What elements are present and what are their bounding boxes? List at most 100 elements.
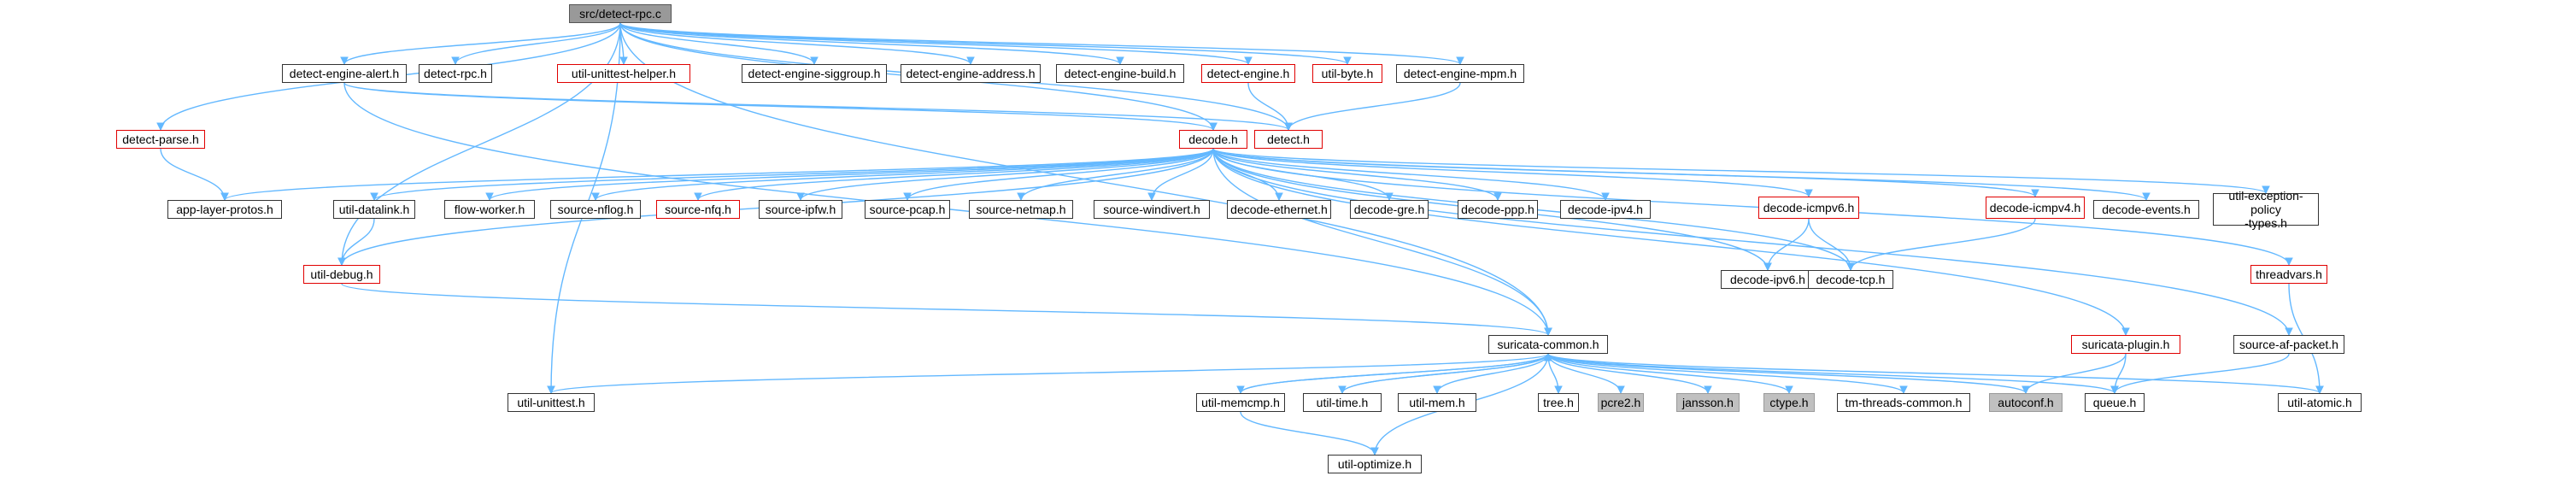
- edge-scommon-autoconf: [1547, 353, 2027, 394]
- node-uatomic[interactable]: util-atomic.h: [2278, 393, 2362, 412]
- node-spcap[interactable]: source-pcap.h: [865, 200, 950, 219]
- edge-root-dempm: [619, 22, 1461, 65]
- node-dtcp[interactable]: decode-tcp.h: [1808, 270, 1893, 289]
- arrowhead-root-desg: [810, 56, 819, 66]
- node-udl[interactable]: util-datalink.h: [333, 200, 415, 219]
- edge-root-ubyte: [619, 22, 1348, 65]
- node-debuild[interactable]: detect-engine-build.h: [1056, 64, 1184, 83]
- node-snflog[interactable]: source-nflog.h: [550, 200, 641, 219]
- arrowhead-umemcmp-uopt: [1370, 447, 1379, 456]
- edge-decode-snetmap: [1020, 148, 1214, 201]
- edge-decode-fw: [489, 148, 1214, 201]
- node-uunit[interactable]: util-unittest.h: [508, 393, 595, 412]
- node-desg[interactable]: detect-engine-siggroup.h: [742, 64, 887, 83]
- node-queue[interactable]: queue.h: [2085, 393, 2145, 412]
- edge-decode-splugin: [1212, 148, 2127, 336]
- edge-root-de: [619, 22, 1249, 65]
- edge-decode-dicmp6: [1212, 148, 1810, 197]
- arrowhead-root-deaddr: [966, 56, 975, 66]
- edge-dempm-detect: [1288, 82, 1461, 131]
- node-snetmap[interactable]: source-netmap.h: [969, 200, 1073, 219]
- node-deth[interactable]: decode-ethernet.h: [1227, 200, 1331, 219]
- arrowhead-decode-uexc: [2262, 185, 2270, 195]
- node-ubyte[interactable]: util-byte.h: [1312, 64, 1382, 83]
- node-decode[interactable]: decode.h: [1179, 130, 1247, 149]
- node-dipv6[interactable]: decode-ipv6.h: [1721, 270, 1815, 289]
- arrowhead-root-uuth: [619, 56, 628, 66]
- node-dgre[interactable]: decode-gre.h: [1350, 200, 1429, 219]
- node-splugin[interactable]: suricata-plugin.h: [2071, 335, 2180, 354]
- edge-decode-spcap: [907, 148, 1214, 201]
- node-drpc[interactable]: detect-rpc.h: [419, 64, 492, 83]
- node-uexc[interactable]: util-exception-policy -types.h: [2213, 189, 2319, 230]
- node-root[interactable]: src/detect-rpc.c: [569, 4, 672, 23]
- edge-dicmp6-dipv6: [1767, 218, 1810, 271]
- arrowhead-scommon-queue: [2110, 385, 2119, 395]
- node-tmtc[interactable]: tm-threads-common.h: [1837, 393, 1970, 412]
- node-dppp[interactable]: decode-ppp.h: [1458, 200, 1538, 219]
- node-dipv4[interactable]: decode-ipv4.h: [1560, 200, 1651, 219]
- node-uuth[interactable]: util-unittest-helper.h: [557, 64, 690, 83]
- node-snfq[interactable]: source-nfq.h: [656, 200, 740, 219]
- edge-splugin-autoconf: [2025, 353, 2127, 394]
- node-utime[interactable]: util-time.h: [1303, 393, 1382, 412]
- node-ctype[interactable]: ctype.h: [1763, 393, 1815, 412]
- node-dea[interactable]: detect-engine-alert.h: [282, 64, 407, 83]
- node-de[interactable]: detect-engine.h: [1201, 64, 1295, 83]
- node-fw[interactable]: flow-worker.h: [444, 200, 535, 219]
- arrowhead-decode-devents: [2142, 192, 2151, 202]
- arrowhead-decode-sipfw: [796, 192, 805, 202]
- edge-scommon-jansson: [1547, 353, 1709, 394]
- edge-scommon-uunit: [550, 353, 1549, 394]
- edge-decode-swd: [1151, 148, 1214, 201]
- edge-dea-decode: [343, 82, 1214, 131]
- node-dicmp4[interactable]: decode-icmpv4.h: [1986, 197, 2085, 219]
- node-uopt[interactable]: util-optimize.h: [1328, 455, 1422, 473]
- node-umem[interactable]: util-mem.h: [1398, 393, 1476, 412]
- node-dempm[interactable]: detect-engine-mpm.h: [1396, 64, 1524, 83]
- arrowhead-scommon-ctype: [1785, 385, 1793, 395]
- edge-scommon-umem: [1436, 353, 1549, 394]
- arrowhead-scommon-umemcmp: [1236, 385, 1245, 395]
- arrowhead-decode-spcap: [903, 192, 912, 202]
- edge-decode-snfq: [697, 148, 1214, 201]
- node-devents[interactable]: decode-events.h: [2093, 200, 2199, 219]
- node-detect[interactable]: detect.h: [1254, 130, 1323, 149]
- node-tree[interactable]: tree.h: [1538, 393, 1579, 412]
- node-autoconf[interactable]: autoconf.h: [1989, 393, 2063, 412]
- node-alp[interactable]: app-layer-protos.h: [167, 200, 282, 219]
- edge-decode-scommon: [1212, 148, 1549, 336]
- arrowhead-scommon-umem: [1433, 385, 1441, 395]
- edge-root-dea: [343, 22, 621, 65]
- arrowhead-scommon-uatomic: [2315, 385, 2324, 395]
- node-swd[interactable]: source-windivert.h: [1094, 200, 1210, 219]
- node-safp[interactable]: source-af-packet.h: [2233, 335, 2344, 354]
- node-tvars[interactable]: threadvars.h: [2250, 265, 2327, 284]
- arrowhead-decode-dicmp4: [2031, 189, 2039, 198]
- arrowhead-decode-dicmp6: [1804, 189, 1813, 198]
- arrowhead-root-dparse: [156, 122, 165, 132]
- node-umemcmp[interactable]: util-memcmp.h: [1196, 393, 1285, 412]
- arrowhead-root-dempm: [1456, 56, 1464, 66]
- arrowhead-decode-tvars: [2285, 257, 2293, 267]
- arrowhead-scommon-tree: [1554, 385, 1563, 395]
- node-pcre2[interactable]: pcre2.h: [1598, 393, 1644, 412]
- node-deaddr[interactable]: detect-engine-address.h: [901, 64, 1041, 83]
- edge-decode-alp: [224, 148, 1214, 201]
- node-jansson[interactable]: jansson.h: [1676, 393, 1740, 412]
- node-udebug[interactable]: util-debug.h: [303, 265, 380, 284]
- arrowhead-decode-snflog: [591, 192, 600, 202]
- arrowhead-root-de: [1244, 56, 1253, 66]
- arrowhead-decode-swd: [1147, 192, 1156, 202]
- arrowhead-scommon-uunit: [547, 385, 555, 395]
- edge-dicmp6-dtcp: [1808, 218, 1851, 271]
- edge-dea-detect: [343, 82, 1289, 131]
- arrowhead-scommon-autoconf: [2021, 385, 2030, 395]
- node-scommon[interactable]: suricata-common.h: [1488, 335, 1608, 354]
- edge-dparse-alp: [160, 148, 226, 201]
- edge-scommon-ctype: [1547, 353, 1790, 394]
- node-dicmp6[interactable]: decode-icmpv6.h: [1758, 197, 1859, 219]
- node-dparse[interactable]: detect-parse.h: [116, 130, 205, 149]
- node-sipfw[interactable]: source-ipfw.h: [759, 200, 842, 219]
- arrowhead-decode-snfq: [694, 192, 702, 202]
